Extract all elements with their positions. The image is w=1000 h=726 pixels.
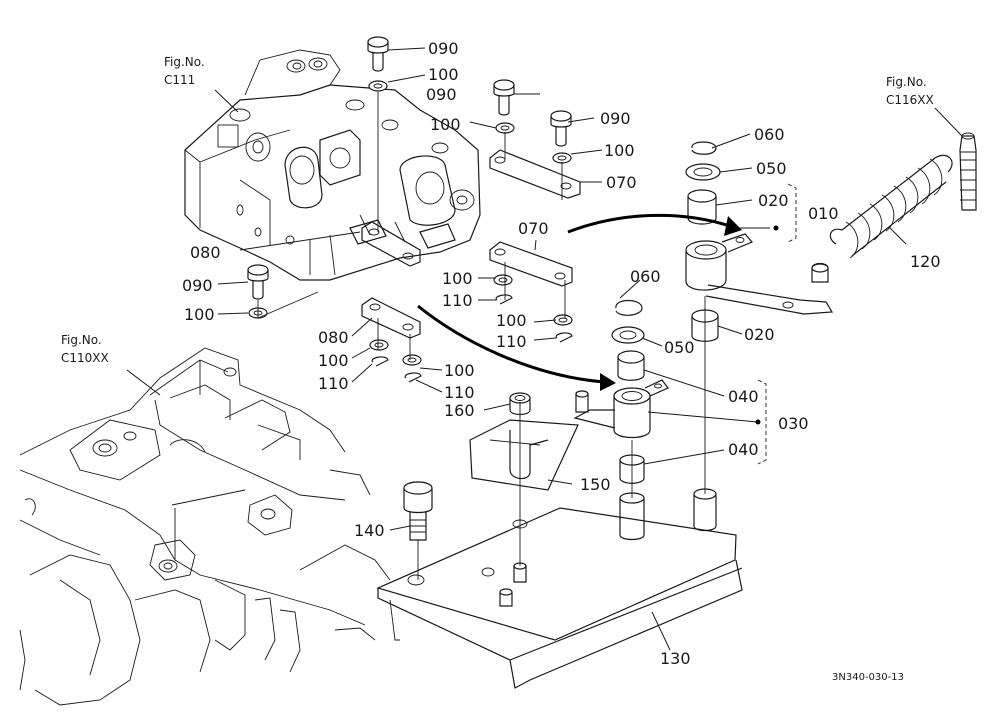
part-label-090: 090 bbox=[182, 276, 213, 295]
part-label-090: 090 bbox=[600, 109, 631, 128]
part-label-110: 110 bbox=[496, 332, 527, 351]
fig-ref-c110xx-line1: Fig.No. bbox=[61, 333, 102, 347]
part-label-080: 080 bbox=[190, 243, 221, 262]
fig-ref-c111-line2: C111 bbox=[164, 73, 195, 87]
anchor-bolt bbox=[959, 132, 977, 211]
part-label-100: 100 bbox=[442, 269, 473, 288]
part-label-100: 100 bbox=[318, 351, 349, 370]
valve-block bbox=[184, 49, 481, 281]
part-label-050: 050 bbox=[756, 159, 787, 178]
part-label-100: 100 bbox=[184, 305, 215, 324]
lever-010 bbox=[685, 233, 834, 315]
part-label-030: 030 bbox=[778, 414, 809, 433]
arrow-to-010 bbox=[567, 213, 731, 234]
part-label-080: 080 bbox=[318, 328, 349, 347]
part-label-150: 150 bbox=[580, 475, 611, 494]
spring bbox=[829, 154, 953, 259]
part-label-110: 110 bbox=[444, 383, 475, 402]
arrow-to-030 bbox=[417, 304, 605, 384]
bushings bbox=[509, 141, 721, 484]
frame-housing bbox=[19, 347, 400, 706]
part-label-100: 100 bbox=[496, 311, 527, 330]
part-label-160: 160 bbox=[444, 401, 475, 420]
fig-ref-c110xx-line2: C110XX bbox=[61, 351, 109, 365]
part-label-100: 100 bbox=[428, 65, 459, 84]
part-label-140: 140 bbox=[354, 521, 385, 540]
fig-ref-c111-line1: Fig.No. bbox=[164, 55, 205, 69]
base-plate-130 bbox=[376, 488, 743, 689]
part-label-070: 070 bbox=[606, 173, 637, 192]
part-label-060: 060 bbox=[630, 267, 661, 286]
part-label-100: 100 bbox=[430, 115, 461, 134]
part-label-120: 120 bbox=[910, 252, 941, 271]
bolt-140 bbox=[403, 481, 433, 541]
part-label-040: 040 bbox=[728, 440, 759, 459]
part-label-090: 090 bbox=[426, 85, 457, 104]
bracket-150 bbox=[469, 419, 579, 491]
leader-lines bbox=[126, 47, 963, 651]
part-label-110: 110 bbox=[442, 291, 473, 310]
part-label-130: 130 bbox=[660, 649, 691, 668]
part-label-040: 040 bbox=[728, 387, 759, 406]
part-label-090: 090 bbox=[428, 39, 459, 58]
drawing-code: 3N340-030-13 bbox=[832, 672, 904, 683]
arrow-head-010 bbox=[724, 216, 742, 236]
part-label-060: 060 bbox=[754, 125, 785, 144]
fig-ref-c116xx-line2: C116XX bbox=[886, 93, 934, 107]
bracket-010 bbox=[787, 183, 797, 243]
part-label-020: 020 bbox=[744, 325, 775, 344]
assembly-lines bbox=[171, 92, 706, 580]
fig-ref-c116xx-line1: Fig.No. bbox=[886, 75, 927, 89]
part-label-020: 020 bbox=[758, 191, 789, 210]
arrow-head-030 bbox=[600, 373, 616, 391]
lever-030 bbox=[573, 379, 669, 439]
link-plates bbox=[361, 149, 581, 339]
part-label-100: 100 bbox=[604, 141, 635, 160]
part-label-010: 010 bbox=[808, 204, 839, 223]
part-label-100: 100 bbox=[444, 361, 475, 380]
part-label-070: 070 bbox=[518, 219, 549, 238]
part-label-050: 050 bbox=[664, 338, 695, 357]
part-label-110: 110 bbox=[318, 374, 349, 393]
